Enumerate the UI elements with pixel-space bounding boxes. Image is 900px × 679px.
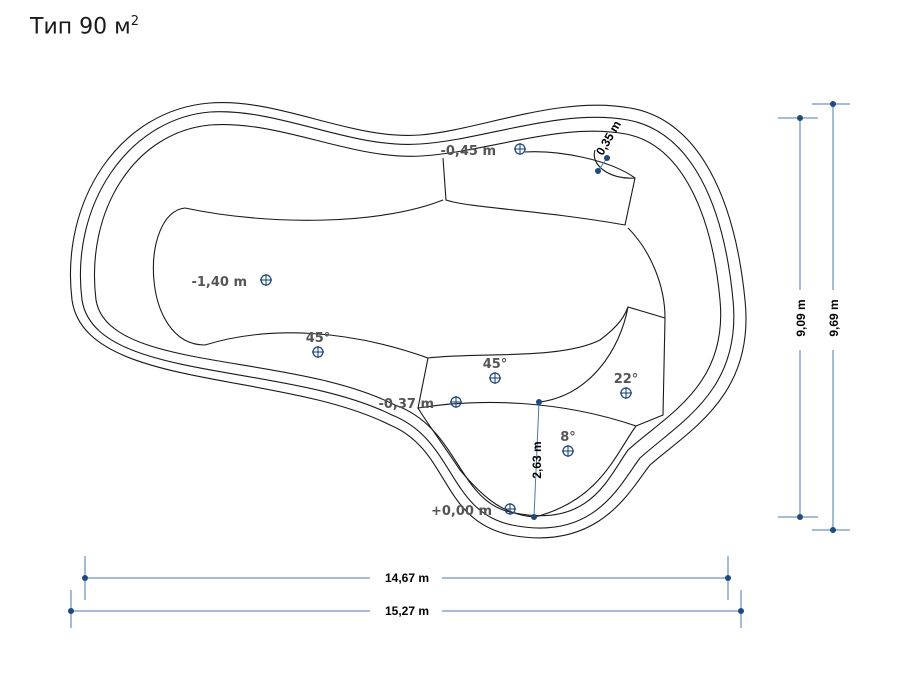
- outer-length-end: [738, 608, 744, 614]
- slope-marker-entry: [562, 445, 574, 457]
- title-superscript: 2: [130, 14, 139, 29]
- step-line-1: [417, 357, 637, 427]
- top-bench-end: [593, 149, 636, 179]
- outer-length-label: 15,27 m: [385, 604, 429, 618]
- inner-length-end: [725, 575, 731, 581]
- slope-label-middle: 45°: [483, 357, 508, 372]
- level-marker-entry: [504, 503, 516, 515]
- inner-length-start: [82, 575, 88, 581]
- inner-width-start: [797, 115, 803, 121]
- slope-label-right: 22°: [614, 372, 639, 387]
- level-label-shallow-top: -0,45 m: [440, 144, 496, 159]
- inner-length-label: 14,67 m: [385, 571, 429, 585]
- pool-coping-inner-outline: [80, 111, 735, 529]
- slope-marker-right: [620, 387, 632, 399]
- entry-ramp-outline: [417, 407, 637, 518]
- inner-width-label: 9,09 m: [794, 299, 808, 336]
- outer-width-start: [830, 101, 836, 107]
- level-marker-shallow-top: [514, 143, 526, 155]
- slope-marker-middle: [489, 372, 501, 384]
- top-bench-outline: [442, 151, 636, 226]
- wall-dimension-end: [604, 155, 610, 161]
- step-line-2: [539, 306, 629, 403]
- level-label-entry: +0,00 m: [431, 504, 492, 519]
- level-label-deep: -1,40 m: [191, 275, 247, 290]
- wall-dimension-label: 0,35 m: [593, 118, 624, 157]
- slope-label-left: 45°: [306, 331, 331, 346]
- deep-zone-outline: [152, 199, 444, 359]
- slope-marker-left: [312, 346, 324, 358]
- wall-dimension-start: [595, 168, 601, 174]
- step-dimension-label: 2,63 m: [530, 441, 544, 478]
- page-title: Тип 90 м2: [30, 14, 139, 40]
- step-dimension-start: [536, 399, 542, 405]
- inner-width-end: [797, 514, 803, 520]
- slope-label-entry: 8°: [560, 430, 576, 445]
- step-dimension-line: [533, 401, 540, 518]
- outer-width-label: 9,69 m: [827, 299, 841, 336]
- outer-length-start: [68, 608, 74, 614]
- pool-inner-edge: [94, 124, 722, 517]
- level-marker-step-mid: [450, 396, 462, 408]
- right-wall-curve: [627, 227, 666, 319]
- pool-outer-outline: [70, 102, 747, 539]
- level-marker-deep: [260, 274, 272, 286]
- level-label-step-mid: -0,37 m: [378, 397, 434, 412]
- step-dimension-end: [531, 514, 537, 520]
- outer-width-end: [830, 527, 836, 533]
- middle-steps-outline: [427, 306, 666, 427]
